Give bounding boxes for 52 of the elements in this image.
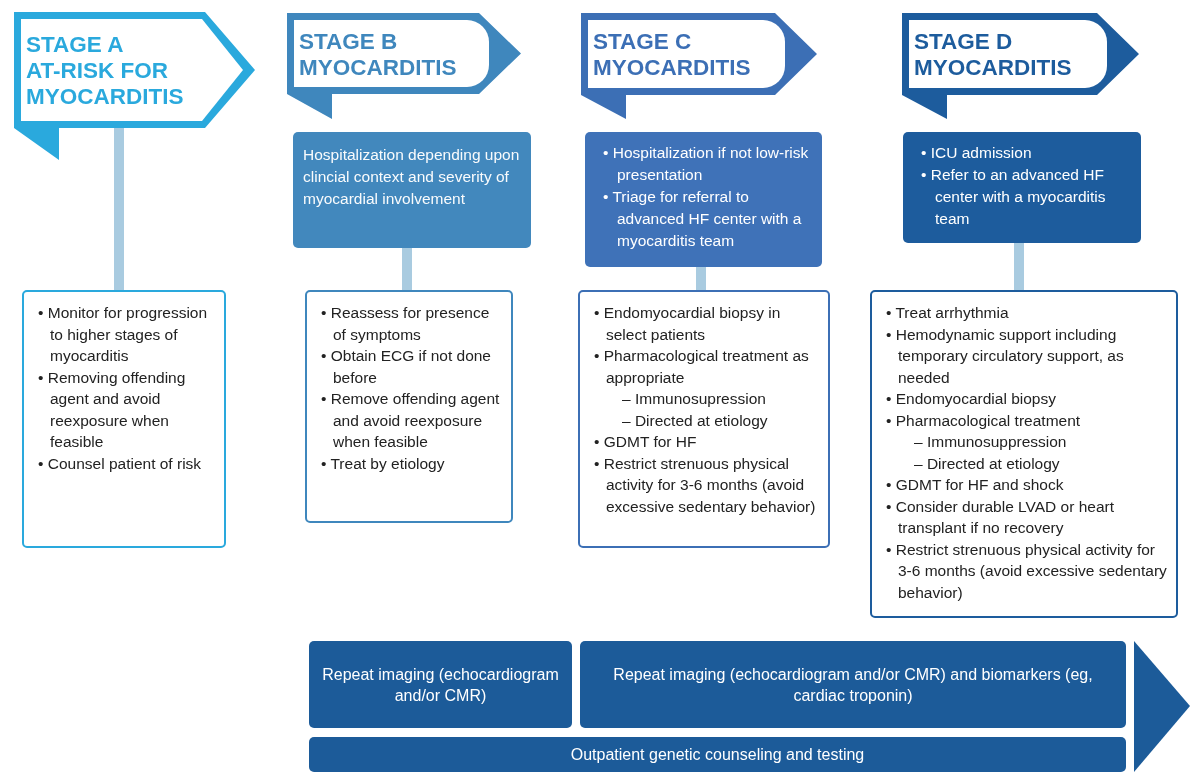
bullet-item: • Refer to an advanced HF center with a myocarditis team (920, 165, 1107, 229)
timeline-bar (580, 641, 1126, 728)
bullet-item: • Removing offending agent and avoid reexposure when feasible (38, 367, 187, 452)
stage-heading: STAGE C (593, 29, 693, 55)
timeline-bar (309, 737, 1126, 772)
connector-line (696, 267, 706, 290)
bar-text: Repeat imaging (echocardiogram and/or CMR) and biomarkers (eg, cardiac troponin) (612, 664, 1094, 706)
bullet-item: • Treat arrhythmia (886, 303, 1010, 323)
bullet-item: • Remove offending agent and avoid reexposure when feasible (321, 389, 501, 452)
bullet-item: • GDMT for HF and shock (886, 475, 1065, 495)
info-box (293, 132, 531, 248)
stage-heading: AT-RISK FOR MYOCARDITIS (26, 58, 185, 110)
bar-text: Outpatient genetic counseling and testing (570, 745, 865, 765)
sub-item: – Directed at etiology (621, 410, 769, 431)
bullet-item: • Hospitalization if not low-risk presentation (602, 143, 810, 185)
bullet-item: • ICU admission (920, 143, 1033, 163)
action-list-box (305, 290, 513, 523)
action-list-box (870, 290, 1178, 618)
box-text: Hospitalization depending upon clincial context and severity of myocardial involvement (303, 145, 521, 209)
bullet-item: • Treat by etiology (321, 453, 446, 474)
stage-heading: MYOCARDITIS (914, 55, 1073, 81)
sub-item: – Immunosuppression (913, 432, 1068, 452)
bullet-item: • Consider durable LVAD or heart transplant if no recovery (886, 496, 1115, 538)
stage-heading: MYOCARDITIS (593, 55, 752, 81)
info-box (903, 132, 1141, 243)
sub-item: – Directed at etiology (913, 453, 1061, 474)
stage-heading: STAGE D (914, 29, 1014, 55)
bullet-item: • GDMT for HF (594, 432, 698, 452)
bullet-item: • Hemodynamic support including temporary circulatory support, as needed (886, 324, 1125, 388)
bullet-item: • Restrict strenuous physical activity for 3-6 months (avoid excessive sedentary behavior) (594, 453, 817, 517)
connector-line (114, 128, 124, 290)
bullet-item: • Triage for referral to advanced HF center with a myocarditis team (602, 187, 803, 251)
stage-heading: STAGE B (299, 29, 399, 55)
bullet-item: • Pharmacological treatment as appropriate (594, 346, 810, 388)
action-list-box (22, 290, 226, 548)
bullet-item: • Restrict strenuous physical activity for 3-6 months (avoid excessive sedentary behavior) (886, 539, 1168, 603)
connector-line (402, 248, 412, 290)
bullet-item: • Counsel patient of risk (38, 453, 203, 474)
bullet-item: • Obtain ECG if not done before (321, 346, 492, 388)
bullet-item: • Pharmacological treatment (886, 410, 1082, 431)
action-list-box (578, 290, 830, 548)
timeline-bar (309, 641, 572, 728)
sub-item: – Immunosupression (621, 389, 767, 409)
bullet-item: • Reassess for presence of symptoms (321, 303, 491, 345)
info-box (585, 132, 822, 267)
bullet-item: • Monitor for progression to higher stages of myocarditis (38, 303, 209, 366)
stage-heading: STAGE A (26, 32, 125, 58)
bullet-item: • Endomyocardial biopsy in select patients (594, 303, 782, 345)
stage-heading: MYOCARDITIS (299, 55, 458, 81)
connector-line (1014, 243, 1024, 290)
bar-text: Repeat imaging (echocardiogram and/or CMR) (321, 664, 560, 706)
bullet-item: • Endomyocardial biopsy (886, 389, 1057, 409)
